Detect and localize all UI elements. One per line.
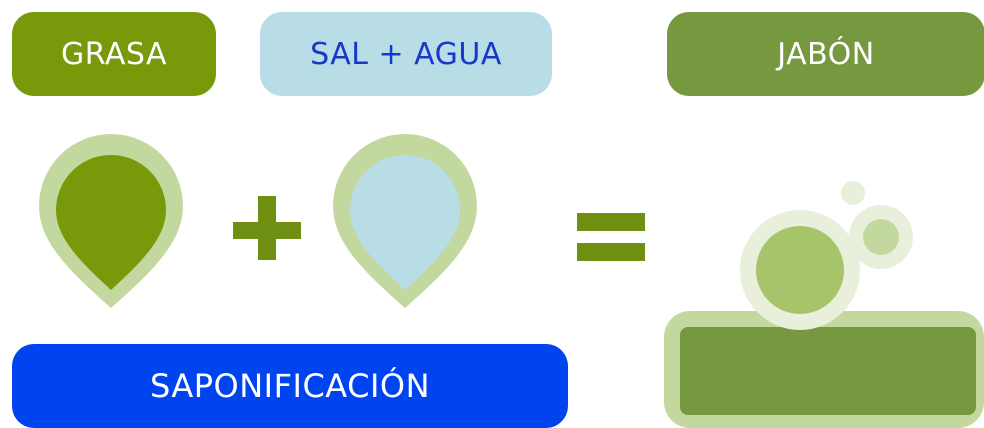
- saponificacion-label: SAPONIFICACIÓN: [12, 344, 568, 428]
- plus-icon: [233, 196, 301, 260]
- equals-icon: [577, 213, 645, 261]
- sal-agua-label: SAL + AGUA: [260, 12, 552, 96]
- sal-agua-text: SAL + AGUA: [310, 36, 502, 72]
- jabon-label: JABÓN: [667, 12, 984, 96]
- fat-drop-icon: [39, 134, 183, 308]
- grasa-text: GRASA: [60, 36, 168, 72]
- jabon-text: JABÓN: [777, 36, 875, 72]
- grasa-label: GRASA: [12, 12, 216, 96]
- water-drop-icon: [333, 134, 477, 308]
- soap-bar-icon: [664, 181, 984, 428]
- saponificacion-text: SAPONIFICACIÓN: [149, 367, 431, 405]
